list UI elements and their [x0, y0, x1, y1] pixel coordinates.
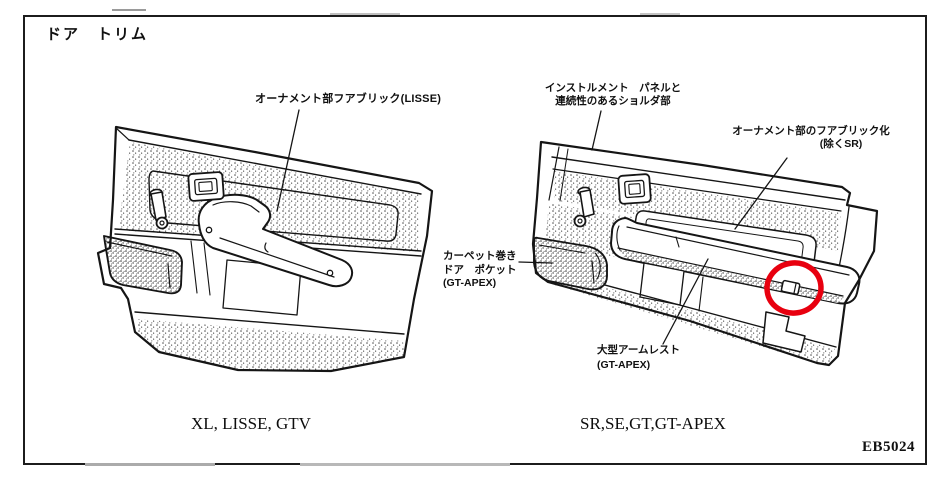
scan-artifact — [85, 463, 215, 466]
right-door-handle-bezel — [617, 173, 652, 205]
left-diagram-caption: XL, LISSE, GTV — [191, 414, 311, 433]
armrest-end-latch — [780, 279, 801, 295]
leader-line-ornament-lisse — [276, 109, 300, 212]
leader-line-shoulder — [591, 110, 602, 151]
right-door-pocket — [533, 236, 608, 291]
callout-text: オーナメント部フアブリック(LISSE) — [255, 93, 442, 105]
page-title: ドア トリム — [46, 26, 149, 43]
callout-large-armrest: 大型アームレスト (GT-APEX) — [597, 343, 680, 372]
right-diagram-caption: SR,SE,GT,GT-APEX — [580, 414, 726, 433]
callout-ornament-fabric-lisse: オーナメント部フアブリック(LISSE) — [255, 90, 441, 106]
leader-line-armrest — [662, 258, 709, 345]
callout-text-line: インストルメント パネルと — [544, 82, 682, 94]
scan-artifact — [640, 13, 680, 15]
right-door-drawing — [518, 110, 879, 367]
figure-code: EB5024 — [862, 439, 916, 455]
leader-line-fabric — [734, 157, 788, 230]
left-door-handle-bezel — [187, 171, 225, 202]
callout-carpet-pocket: カーペット巻き ドア ポケット (GT-APEX) — [443, 250, 517, 291]
scan-artifact — [112, 9, 146, 11]
callout-text-line: (除くSR) — [819, 138, 863, 150]
callout-shoulder: インストルメント パネルと 連続性のあるショルダ部 — [538, 82, 688, 107]
callout-text-line: カーペット巻き — [443, 250, 517, 262]
right-window-crank — [573, 186, 595, 228]
left-door-pocket — [103, 235, 183, 295]
callout-text-line: (GT-APEX) — [443, 277, 497, 289]
left-door-drawing — [96, 109, 434, 373]
red-circle-annotation — [764, 260, 824, 316]
callout-ornament-fabric: オーナメント部のフアブリック化 (除くSR) — [720, 125, 902, 151]
callout-text-line: (GT-APEX) — [597, 358, 651, 371]
left-window-crank — [149, 188, 169, 230]
scan-artifact — [300, 463, 510, 466]
leader-line-pocket — [518, 261, 553, 264]
callout-text-line: 大型アームレスト — [597, 344, 681, 356]
callout-text-line: ドア ポケット — [443, 263, 517, 276]
scan-artifact — [330, 13, 400, 15]
callout-text-line: オーナメント部のフアブリック化 — [732, 125, 890, 137]
callout-text-line: 連続性のあるショルダ部 — [555, 94, 671, 107]
